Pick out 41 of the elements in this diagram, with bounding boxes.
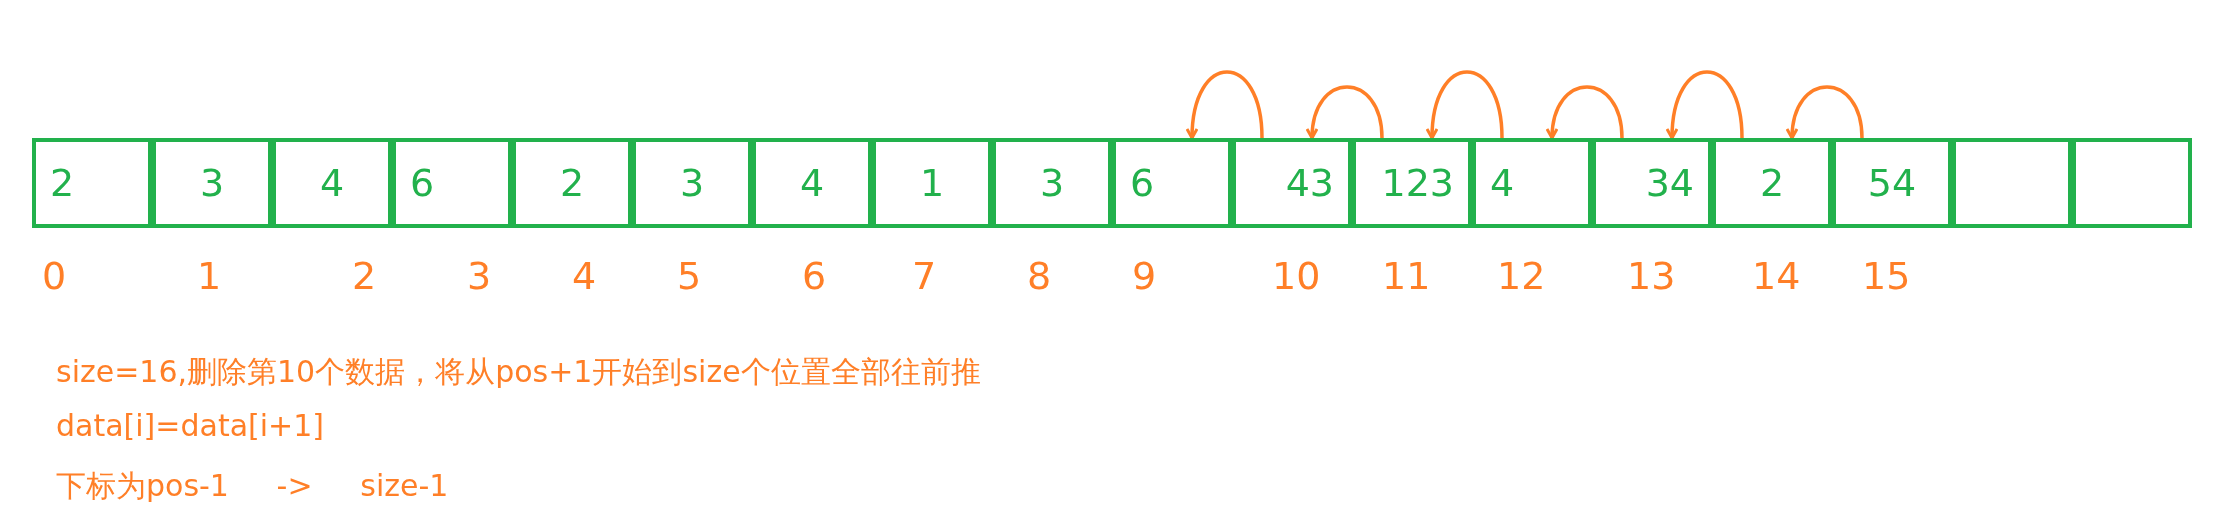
curved-arrow [1186, 70, 1264, 140]
cell-value: 6 [410, 161, 435, 205]
index-number: 0 [42, 254, 67, 298]
cell-value: 123 [1381, 161, 1454, 205]
index-number: 1 [197, 254, 222, 298]
cell-value: 3 [679, 161, 705, 205]
cell-value: 2 [50, 161, 75, 205]
index-number: 12 [1497, 254, 1546, 298]
index-number: 9 [1132, 254, 1157, 298]
index-number: 4 [572, 254, 597, 298]
cell-value: 54 [1867, 161, 1917, 205]
cell-value: 2 [1759, 161, 1785, 205]
cell-value: 43 [1285, 161, 1334, 205]
note-text: 下标为pos-1 -> size-1 [56, 467, 449, 505]
cell-value: 3 [199, 161, 225, 205]
curved-arrow [1666, 70, 1744, 140]
index-number: 8 [1027, 254, 1052, 298]
cell-value: 34 [1645, 161, 1694, 205]
index-number: 14 [1752, 254, 1801, 298]
cell-value: 4 [319, 161, 345, 205]
index-number: 13 [1627, 254, 1676, 298]
index-number: 5 [677, 254, 702, 298]
cell-value: 3 [1039, 161, 1065, 205]
index-number: 15 [1862, 254, 1911, 298]
curved-arrow [1306, 85, 1384, 140]
index-number: 3 [467, 254, 492, 298]
index-number: 10 [1272, 254, 1321, 298]
note-text: size=16,删除第10个数据，将从pos+1开始到size个位置全部往前推 [56, 353, 981, 391]
cell-value: 1 [919, 161, 945, 205]
cell-value: 4 [1490, 161, 1515, 205]
index-number: 7 [912, 254, 937, 298]
note-text: data[i]=data[i+1] [56, 408, 324, 443]
index-number: 2 [352, 254, 377, 298]
cell-value: 6 [1130, 161, 1155, 205]
curved-arrow [1786, 85, 1864, 140]
cell-value: 4 [799, 161, 825, 205]
index-number: 6 [802, 254, 827, 298]
curved-arrow [1426, 70, 1504, 140]
index-number: 11 [1382, 254, 1431, 298]
curved-arrow [1546, 85, 1624, 140]
cell-value: 2 [559, 161, 585, 205]
